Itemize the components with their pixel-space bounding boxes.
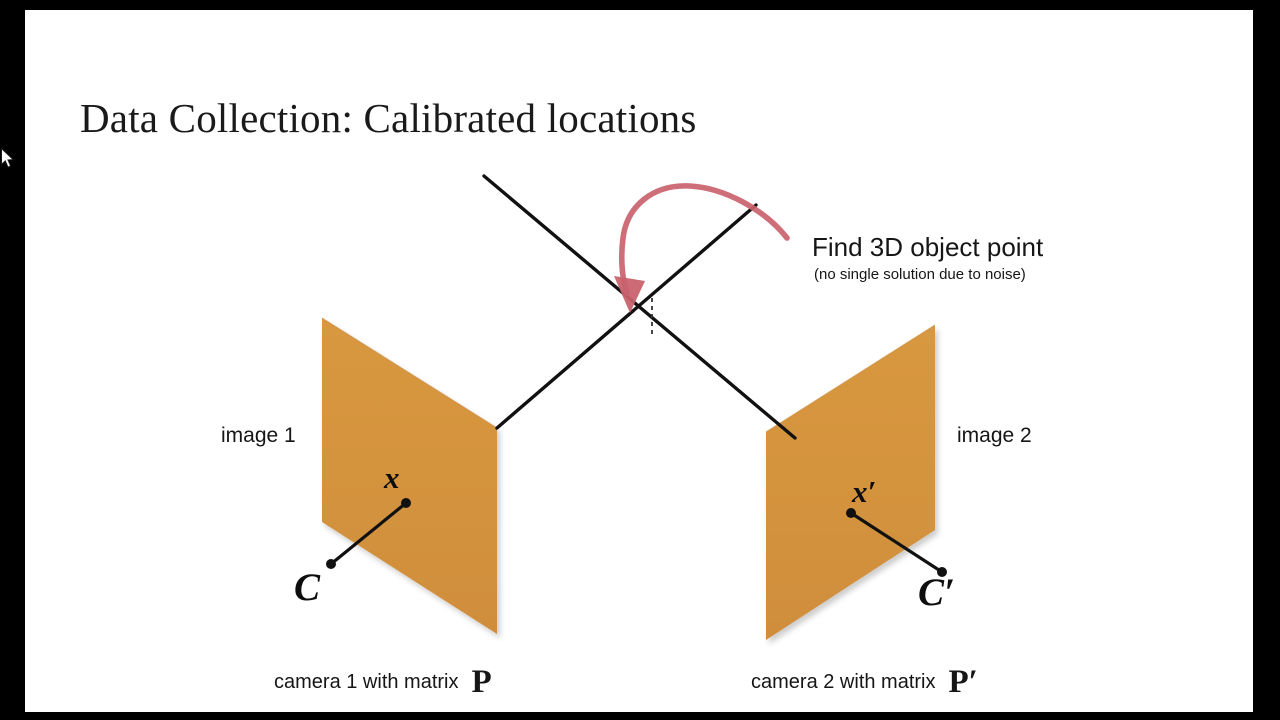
red-curved-arrow bbox=[614, 183, 790, 313]
right-camera-center-label: C′ bbox=[918, 571, 955, 614]
right-camera-caption: camera 2 with matrix P′ bbox=[751, 662, 978, 699]
callout-subtext: (no single solution due to noise) bbox=[814, 266, 1026, 283]
left-camera-ray-segment bbox=[326, 498, 411, 569]
left-image-point-label: x bbox=[384, 460, 400, 495]
left-camera-caption: camera 1 with matrix P bbox=[274, 662, 492, 699]
right-image-point-label: x′ bbox=[852, 474, 877, 509]
diagram-svg bbox=[321, 174, 947, 640]
left-camera-caption-text: camera 1 with matrix bbox=[274, 671, 459, 693]
arrow-pointer-icon bbox=[1, 148, 15, 168]
left-image-label: image 1 bbox=[221, 424, 296, 447]
page-title: Data Collection: Calibrated locations bbox=[80, 95, 697, 141]
left-camera-center-label: C bbox=[294, 566, 321, 609]
projection-ray-right bbox=[495, 203, 758, 430]
right-camera-caption-text: camera 2 with matrix bbox=[751, 671, 936, 693]
left-camera-matrix-label: P bbox=[471, 664, 492, 700]
slide-canvas: Data Collection: Calibrated locations Fi… bbox=[25, 10, 1253, 712]
right-image-plane bbox=[765, 324, 936, 640]
callout-heading: Find 3D object point bbox=[812, 232, 1044, 262]
right-camera-ray-segment bbox=[846, 508, 947, 577]
right-image-label: image 2 bbox=[957, 424, 1032, 447]
right-camera-matrix-label: P′ bbox=[948, 664, 978, 700]
left-image-plane bbox=[321, 317, 498, 634]
